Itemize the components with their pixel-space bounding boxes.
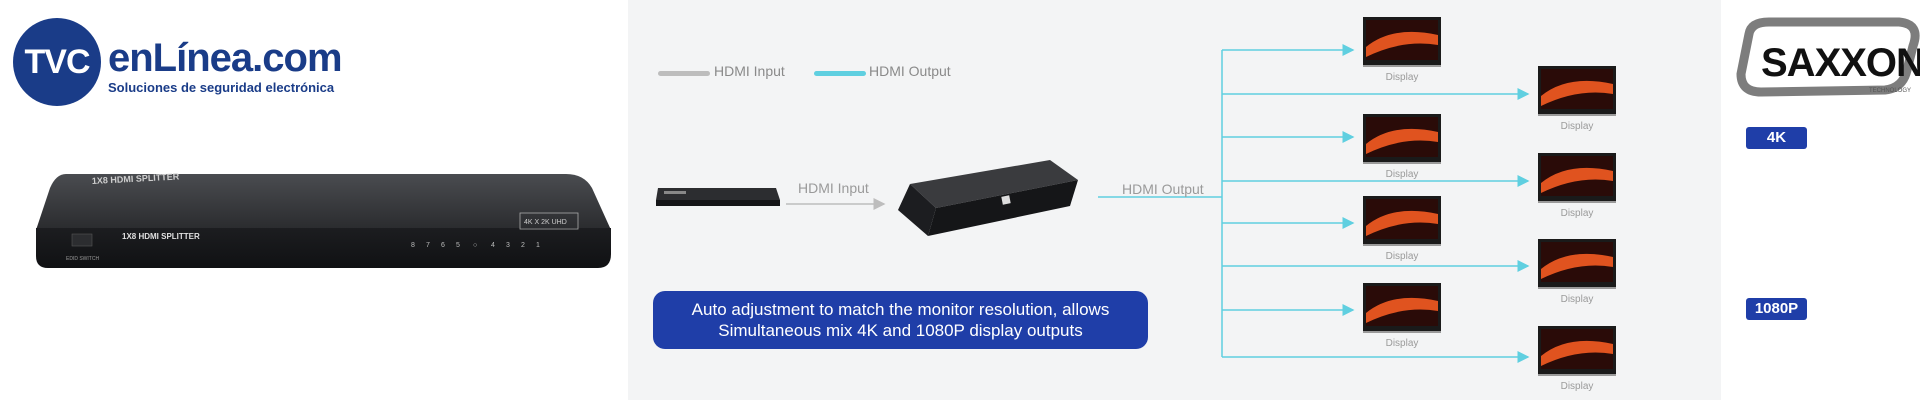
callout-line-1: Auto adjustment to match the monitor res… xyxy=(691,300,1110,319)
media-player-icon xyxy=(656,188,780,206)
port-number: 3 xyxy=(506,242,510,249)
display-label: Display xyxy=(1385,251,1419,262)
brand-tagline: Soluciones de seguridad electrónica xyxy=(108,80,335,95)
legend-input-label: HDMI Input xyxy=(714,63,785,79)
display-monitor-icon xyxy=(1538,326,1616,376)
display-label: Display xyxy=(1560,381,1594,392)
display-monitor-icon xyxy=(1363,114,1441,164)
display-monitor-icon xyxy=(1538,66,1616,116)
display-monitor-icon xyxy=(1363,283,1441,333)
resolution-callout: Auto adjustment to match the monitor res… xyxy=(653,291,1148,349)
diagram-svg xyxy=(656,17,1616,376)
display-label: Display xyxy=(1385,169,1419,180)
callout-line-2: Simultaneous mix 4K and 1080P display ou… xyxy=(718,321,1083,340)
port-number: 8 xyxy=(411,242,415,249)
output-branches xyxy=(1222,44,1530,363)
display-monitor-icon xyxy=(1363,17,1441,67)
resolution-badge: 4K X 2K UHD xyxy=(524,219,567,226)
resolution-badge-box xyxy=(519,212,579,230)
resolution-badge-1080p: 1080P xyxy=(1746,298,1807,320)
hdmi-splitter-device-image: 1X8 HDMI SPLITTER EDID SWITCH 1X8 HDMI S… xyxy=(36,171,611,268)
port-number: 5 xyxy=(456,242,460,249)
display-monitors xyxy=(1363,17,1616,376)
port-number: ○ xyxy=(473,242,477,249)
connection-diagram: HDMI Input HDMI Output xyxy=(628,0,1721,400)
edid-switch xyxy=(71,233,93,247)
resolution-badge-4k: 4K xyxy=(1746,127,1807,149)
legend-input-line xyxy=(658,71,710,76)
legend-output-line xyxy=(814,71,866,76)
display-monitor-icon xyxy=(1363,196,1441,246)
hdmi-output-flow-label: HDMI Output xyxy=(1122,181,1204,197)
port-number: 7 xyxy=(426,242,430,249)
display-label: Display xyxy=(1385,338,1419,349)
port-number: 1 xyxy=(536,242,540,249)
display-label: Display xyxy=(1560,208,1594,219)
display-label: Display xyxy=(1560,121,1594,132)
saxxon-name: SAXXON xyxy=(1761,41,1920,85)
port-numbers: 8 7 6 5 ○ 4 3 2 1 xyxy=(411,242,540,249)
port-number: 2 xyxy=(521,242,525,249)
edid-switch-label: EDID SWITCH xyxy=(66,256,99,262)
device-front-label: 1X8 HDMI SPLITTER xyxy=(122,232,200,241)
tvc-logo-initials: TVC xyxy=(24,42,91,81)
display-label: Display xyxy=(1385,72,1419,83)
port-number: 4 xyxy=(491,242,495,249)
display-monitor-icon xyxy=(1538,239,1616,289)
brand-name: enLínea.com xyxy=(108,36,343,80)
right-panel: SAXXON TECHNOLOGY 4K 1080P xyxy=(1721,0,1920,400)
display-label: Display xyxy=(1560,294,1594,305)
device-top-label: 1X8 HDMI SPLITTER xyxy=(92,171,180,186)
display-monitor-icon xyxy=(1538,153,1616,203)
hdmi-input-flow-label: HDMI Input xyxy=(798,180,869,196)
tvc-logo: TVC xyxy=(13,18,101,106)
splitter-device-icon xyxy=(898,160,1078,236)
legend-output-label: HDMI Output xyxy=(869,63,951,79)
saxxon-sub: TECHNOLOGY xyxy=(1869,88,1911,94)
port-number: 6 xyxy=(441,242,445,249)
left-panel: TVC enLínea.com Soluciones de seguridad … xyxy=(0,0,628,400)
saxxon-logo: SAXXON TECHNOLOGY xyxy=(1736,17,1920,97)
